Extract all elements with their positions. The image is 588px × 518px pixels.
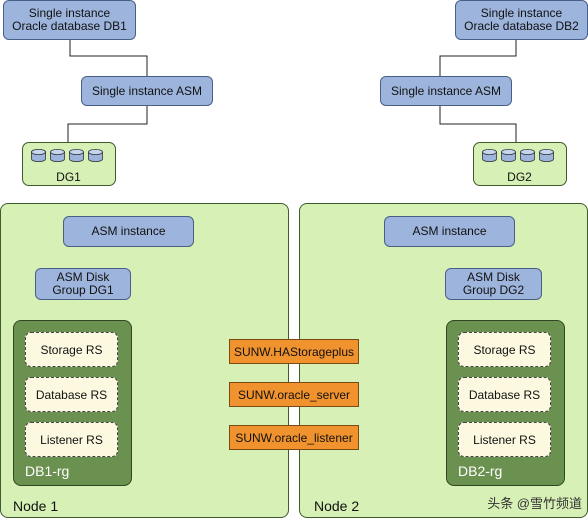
node1-storage-rs: Storage RS [25,332,118,367]
node2-storage-rs-label: Storage RS [473,342,536,357]
node2-asm-disk-group: ASM Disk Group DG2 [445,268,542,300]
resource-type-oracle-listener: SUNW.oracle_listener [229,425,359,450]
db2-rg-label: DB2-rg [458,463,503,479]
db1-rg-container: Storage RS Database RS Listener RS DB1-r… [13,320,132,486]
disk-icon [69,149,84,162]
node1-asm-disk-line2: Group DG1 [52,283,114,297]
dg1-box: DG1 [22,142,116,186]
node2-asm-disk-line1: ASM Disk [467,270,520,284]
disk-icon [50,149,65,162]
node2-asm-instance-label: ASM instance [412,224,487,238]
node2-database-rs: Database RS [458,377,551,412]
node1-listener-rs-label: Listener RS [40,432,103,447]
node1-asm-disk-group: ASM Disk Group DG1 [35,268,131,300]
node1-database-rs: Database RS [25,377,118,412]
db2-box: Single instance Oracle database DB2 [455,0,588,40]
disk-icon [501,149,516,162]
disk-icon [482,149,497,162]
node2-storage-rs: Storage RS [458,332,551,367]
resource-type-label: SUNW.HAStorageplus [233,344,355,359]
db2-line1: Single instance [480,6,563,20]
dg2-label: DG2 [507,170,532,184]
db1-line1: Single instance [28,6,111,20]
node1-asm-disk-line1: ASM Disk [56,270,110,284]
node1-listener-rs: Listener RS [25,422,118,457]
asm-right-label: Single instance ASM [390,83,502,98]
node2-database-rs-label: Database RS [468,387,541,402]
resource-type-hastorageplus: SUNW.HAStorageplus [229,339,359,364]
db1-line2: Oracle database DB1 [12,19,127,33]
resource-type-label: SUNW.oracle_listener [235,430,353,445]
node1-storage-rs-label: Storage RS [40,342,103,357]
resource-type-label: SUNW.oracle_server [237,387,351,402]
disk-icon [539,149,554,162]
node2-listener-rs-label: Listener RS [473,432,536,447]
disk-icon [88,149,103,162]
watermark: 头条 @雪竹频道 [487,496,582,511]
node1-label: Node 1 [13,498,59,514]
asm-right-box: Single instance ASM [380,76,512,106]
db1-rg-label: DB1-rg [25,463,70,479]
dg1-label: DG1 [56,170,81,184]
db2-rg-container: Storage RS Database RS Listener RS DB2-r… [446,320,565,486]
node1-asm-instance-label: ASM instance [91,224,166,238]
db1-box: Single instance Oracle database DB1 [3,0,136,40]
node2-label: Node 2 [314,498,360,514]
asm-left-box: Single instance ASM [81,76,213,106]
node2-listener-rs: Listener RS [458,422,551,457]
node2-asm-instance: ASM instance [384,216,515,247]
disk-icon [31,149,46,162]
disk-icon [520,149,535,162]
resource-type-oracle-server: SUNW.oracle_server [229,382,359,407]
dg2-box: DG2 [473,142,567,186]
node1-database-rs-label: Database RS [35,387,108,402]
asm-left-label: Single instance ASM [91,83,203,98]
node1-asm-instance: ASM instance [63,216,194,247]
db2-line2: Oracle database DB2 [464,19,579,33]
node2-asm-disk-line2: Group DG2 [462,283,525,297]
